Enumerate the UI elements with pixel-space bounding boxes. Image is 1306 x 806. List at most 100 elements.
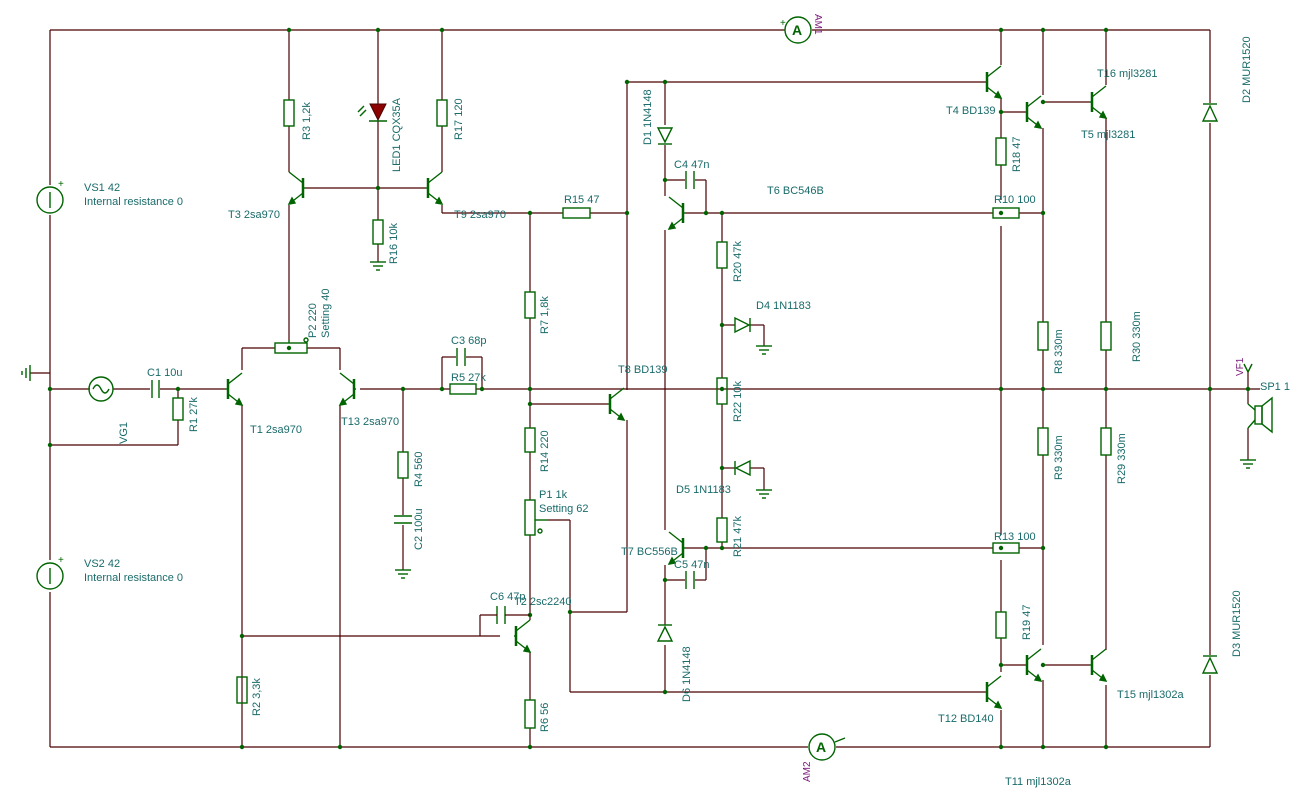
label-r4: R4 560 [413,452,425,487]
svg-text:+: + [58,179,64,190]
label-r13: R13 100 [994,531,1036,543]
label-c4: C4 47n [674,159,709,171]
label-t15: T15 mjl1302a [1117,689,1185,701]
label-r21: R21 47k [732,516,744,557]
led1-symbol [357,103,387,122]
label-t11: T11 mjl1302a [1005,776,1072,788]
d4-diode-symbol [734,316,751,334]
junction-dot [375,185,381,191]
label-t13: T13 2sa970 [341,416,399,428]
junction-dot [998,545,1004,551]
junction-dot [703,545,709,551]
t8-transistor-symbol [608,387,626,421]
label-t9: T9 2sa970 [454,209,506,221]
junction-dot [175,386,181,392]
junction-dot [1040,386,1046,392]
label-r16: R16 10k [388,223,400,264]
t7-transistor-symbol [667,531,685,565]
vs2-source-symbol: + [36,555,64,590]
p2-potentiometer-symbol [274,337,309,354]
vf1-probe-symbol [1243,363,1253,373]
ground-symbols [21,261,1256,579]
t4-transistor-symbol [985,65,1003,99]
label-r29: R29 330m [1116,433,1128,484]
label-t8: T8 BD139 [618,364,668,376]
junction-dot [703,210,709,216]
p1-potentiometer-symbol [524,499,548,536]
junction-dot [624,210,630,216]
c6-capacitor-symbol [479,606,530,636]
junction-dot [624,79,630,85]
svg-text:A: A [816,739,826,755]
label-d2: D2 MUR1520 [1241,36,1253,103]
label-r30: R30 330m [1131,311,1143,362]
t6-transistor-symbol [667,196,685,230]
junction-dot [998,744,1004,750]
junction-dot [527,744,533,750]
label-r17: R17 120 [453,98,465,140]
junction-dot [662,177,668,183]
label-c1: C1 10u [147,367,182,379]
c2-capacitor-symbol [394,515,412,524]
label-t4: T4 BD139 [946,105,996,117]
label-r22: R22 10k [732,381,744,422]
am2-ammeter-symbol: A [808,733,846,761]
label-vf1: VF1 [1235,357,1246,376]
junction-dot [719,545,725,551]
label-r19: R19 47 [1021,605,1033,640]
junction-dot [337,744,343,750]
label-d3: D3 MUR1520 [1231,590,1243,657]
label-vs1-int: Internal resistance 0 [84,196,183,208]
junction-dot [527,210,533,216]
junction-dot [1207,386,1213,392]
label-d5: D5 1N1183 [676,484,731,496]
label-p2: P2 220 [307,303,319,338]
vg1-source-symbol [88,376,114,402]
label-p1-setting: Setting 62 [539,503,589,515]
junction-dot [998,386,1004,392]
t5-transistor-symbol [1090,85,1108,119]
resistors-horizontal [449,207,1020,554]
label-t6: T6 BC546B [767,185,824,197]
junction-dot [719,465,725,471]
junction-dot [47,442,53,448]
label-t16: T16 mjl3281 [1097,68,1158,80]
junction-dot [1040,27,1046,33]
label-r2: R2 3,3k [251,678,263,716]
label-sp1: SP1 1 [1260,381,1290,393]
junction-dot [375,27,381,33]
junction-dot [1040,210,1046,216]
junction-dot [998,109,1004,115]
label-d6: D6 1N4148 [681,646,693,702]
junction-dot [1040,545,1046,551]
label-r7: R7 1,8k [539,296,551,334]
components: + + [21,16,1273,761]
junction-dot [998,210,1004,216]
t15-transistor-symbol [1090,648,1108,682]
sp1-speaker-symbol [1247,396,1273,434]
label-r9: R9 330m [1053,435,1065,480]
label-r3: R3 1,2k [301,102,313,140]
label-t5: T5 mjl3281 [1081,129,1135,141]
c4-capacitor-symbol [685,171,695,189]
label-r6: R6 56 [539,703,551,732]
svg-text:+: + [780,18,786,29]
t16-transistor-symbol [1025,95,1043,129]
junction-dot [998,27,1004,33]
junction-dot [662,577,668,583]
junction-dots [47,27,1251,750]
junction-dot [998,662,1004,668]
label-d4: D4 1N1183 [756,300,811,312]
label-led1: LED1 CQX35A [391,97,403,172]
d2-diode-symbol [1201,103,1219,122]
vs1-source-symbol: + [36,179,64,214]
c3-capacitor-symbol [456,348,466,366]
label-d1: D1 1N4148 [642,89,654,145]
label-r18: R18 47 [1011,137,1023,172]
label-c6: C6 47p [490,591,525,603]
d5-diode-symbol [734,459,751,477]
junction-dot [400,386,406,392]
d6-diode-symbol [656,624,674,642]
label-r1: R1 27k [188,397,200,432]
